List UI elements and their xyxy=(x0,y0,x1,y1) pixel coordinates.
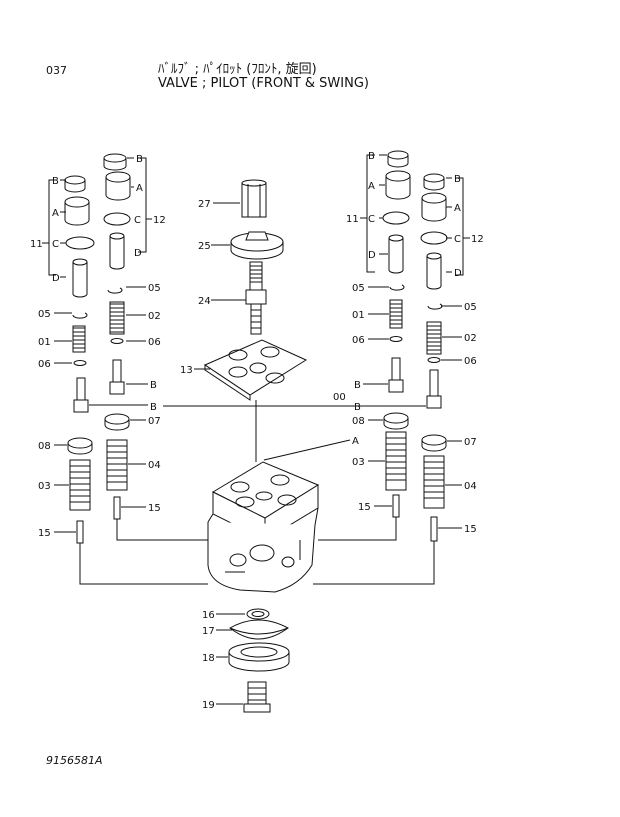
right-callout-05: 05 xyxy=(352,283,365,294)
left-callout-05: 05 xyxy=(148,283,161,294)
right-callout-a: A xyxy=(368,181,375,192)
right-callout-00: 00 xyxy=(333,392,346,403)
left-callout-06: 06 xyxy=(148,337,161,348)
center-leaders xyxy=(194,202,351,705)
right-callout-06: 06 xyxy=(464,356,477,367)
callout-19: 19 xyxy=(202,700,215,711)
left-callout-06: 06 xyxy=(38,359,51,370)
right-callout-15: 15 xyxy=(464,524,477,535)
page-number: 037 xyxy=(46,64,67,77)
right-callout-c: C xyxy=(368,214,375,225)
callout-13: 13 xyxy=(180,365,193,376)
right-callout-02: 02 xyxy=(464,333,477,344)
left-callout-02: 02 xyxy=(148,311,161,322)
center-callout-a: A xyxy=(352,436,359,447)
right-callout-08: 08 xyxy=(352,416,365,427)
left-callout-d: D xyxy=(134,248,142,259)
left-callout-b: B xyxy=(150,380,157,391)
right-callout-03: 03 xyxy=(352,457,365,468)
title-japanese: ﾊﾞﾙﾌﾞ ; ﾊﾟｲﾛｯﾄ (ﾌﾛﾝﾄ, 旋回) xyxy=(158,62,317,77)
callout-27: 27 xyxy=(198,199,211,210)
part-16-ring[interactable] xyxy=(246,608,270,620)
callout-25: 25 xyxy=(198,241,211,252)
left-callout-15: 15 xyxy=(38,528,51,539)
right-stack[interactable] xyxy=(163,150,470,585)
right-callout-a: A xyxy=(454,203,461,214)
left-callout-b: B xyxy=(150,402,157,413)
part-27-nut[interactable] xyxy=(241,179,267,218)
right-callout-b: B xyxy=(354,402,361,413)
callout-17: 17 xyxy=(202,626,215,637)
right-callout-11: 11 xyxy=(346,214,359,225)
left-callout-08: 08 xyxy=(38,441,51,452)
right-callout-d: D xyxy=(454,268,462,279)
left-callout-b: B xyxy=(52,176,59,187)
right-callout-12: 12 xyxy=(471,234,484,245)
valve-body[interactable] xyxy=(207,461,320,593)
part-25-plate[interactable] xyxy=(230,231,284,260)
left-callout-12: 12 xyxy=(153,215,166,226)
left-callout-04: 04 xyxy=(148,460,161,471)
callout-18: 18 xyxy=(202,653,215,664)
left-callout-a: A xyxy=(52,208,59,219)
left-callout-b: B xyxy=(136,154,143,165)
callout-16: 16 xyxy=(202,610,215,621)
right-callout-06: 06 xyxy=(352,335,365,346)
left-stack[interactable] xyxy=(42,153,208,585)
left-callout-01: 01 xyxy=(38,337,51,348)
left-callout-c: C xyxy=(134,215,141,226)
left-callout-c: C xyxy=(52,239,59,250)
left-callout-11: 11 xyxy=(30,239,43,250)
right-callout-01: 01 xyxy=(352,310,365,321)
title-english: VALVE ; PILOT (FRONT & SWING) xyxy=(158,76,369,91)
left-callout-03: 03 xyxy=(38,481,51,492)
right-callout-b: B xyxy=(368,151,375,162)
right-callout-b: B xyxy=(354,380,361,391)
left-callout-a: A xyxy=(136,183,143,194)
left-callout-05: 05 xyxy=(38,309,51,320)
part-17-boot[interactable] xyxy=(229,619,289,640)
right-callout-04: 04 xyxy=(464,481,477,492)
right-callout-15: 15 xyxy=(358,502,371,513)
right-callout-05: 05 xyxy=(464,302,477,313)
part-24-push-rod[interactable] xyxy=(245,261,267,335)
left-callout-07: 07 xyxy=(148,416,161,427)
callout-24: 24 xyxy=(198,296,211,307)
part-19-bolt[interactable] xyxy=(243,681,271,713)
right-callout-b: B xyxy=(454,174,461,185)
right-callout-c: C xyxy=(454,234,461,245)
callout-labels: 27 25 24 13 16 17 18 19 B B A A C C D D … xyxy=(30,151,484,711)
figure-id: 9156581A xyxy=(46,754,103,767)
right-callout-07: 07 xyxy=(464,437,477,448)
right-callout-d: D xyxy=(368,250,376,261)
part-18-cap[interactable] xyxy=(228,642,290,672)
part-13-plate[interactable] xyxy=(203,339,308,401)
left-callout-15: 15 xyxy=(148,503,161,514)
left-callout-d: D xyxy=(52,273,60,284)
